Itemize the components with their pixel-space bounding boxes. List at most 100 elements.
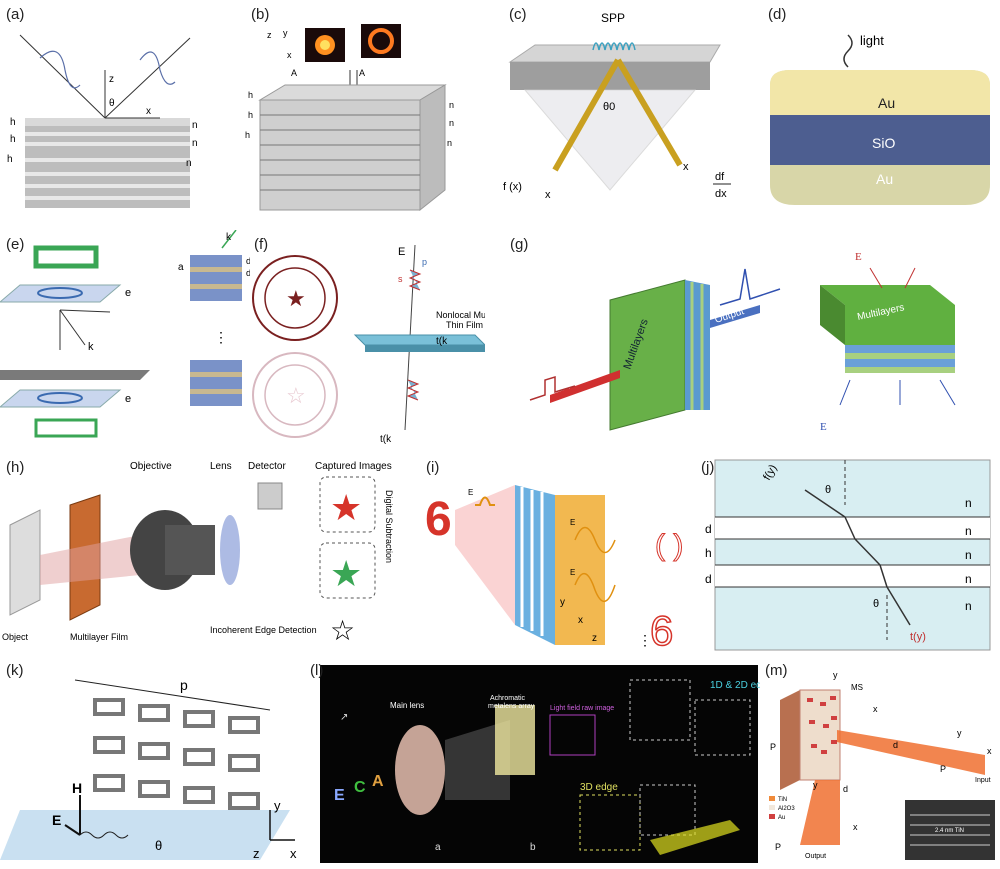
p3-label: P [775,842,781,852]
panel-j: (j) n n n n n d h d θ θ f(y) t(y) [701,455,995,655]
panel-d: (d) light Au SiO Au [760,0,1000,215]
tem-inset [905,800,995,860]
k-vector-label: k [88,341,94,353]
n1-label-a: n [965,524,972,538]
svg-text:6: 6 [650,607,673,654]
y3-label: y [813,780,818,790]
metasurface-steering-diagram: MS P P P x x x y y y d d Input Output Ti… [769,670,995,860]
x-label-left: x [545,189,551,201]
panel-label: (m) [765,662,788,679]
p2-label: P [770,742,776,752]
filter-label-line1: Nonlocal Multilayer [436,310,485,320]
incoherent-label: Incoherent Edge Detection [210,625,317,635]
panel-f: (f) ★ ☆ E p s Nonlocal Multilayer Thin F… [250,230,512,450]
captured-red [319,476,376,533]
emblem-input [252,255,338,341]
n2-label-c: n [965,599,972,613]
main-lens-label: Main lens [390,701,424,710]
spp-label: SPP [601,11,625,25]
theta1-label: θ [825,484,831,496]
p1-label: P [940,764,946,774]
d2-label: d [843,784,848,794]
metasurface-side [780,690,800,790]
multilayer-slab [820,285,955,373]
input-ring [33,245,99,269]
au-bottom-label: Au [876,171,893,187]
multilayer-beam-diagram: Multilayers Input Output Multilayers E E [529,251,956,433]
objective-label: Objective [130,461,172,472]
panel-k: (k) p H E θ y z x [0,660,305,864]
edge-3d-label: 3D edge [580,782,618,793]
y-axis-label: y [283,28,288,38]
panel-label: (k) [6,662,24,679]
n1-label: n [449,100,454,110]
main-lens [395,725,445,815]
letter-e: E [334,787,345,804]
panel-label: (e) [6,236,25,253]
s-label: s [398,274,403,284]
panel-label: (c) [509,6,527,23]
light-field-edge-diagram: ↗ Main lens Achromatic metalens array Li… [320,665,773,863]
h2-label: h [248,110,253,120]
d1-label: d [893,740,898,750]
x-axis-label: x [287,50,292,60]
dark-background [320,665,758,863]
n1-label-b: n [965,572,972,586]
panel-m: (m) MS P P P x x x y y y d d Input Outpu… [765,660,1000,864]
object-label: Object [2,632,29,642]
a-distance-label: a [435,842,441,853]
panel-label: (g) [510,236,529,253]
multilayer-block-diagram: A A h h h n n n z y x [245,24,454,212]
input-label: Input [975,777,991,784]
e-in-label: E [398,246,405,258]
e-field-label: E [52,812,61,828]
emblem-output [252,352,338,438]
panel-label: (i) [426,459,440,476]
mim-stack-diagram: light Au SiO Au [770,33,990,205]
output-field-equation: E [820,421,827,433]
x1-label: x [987,746,992,756]
scale-label: 2.4 nm TiN [935,828,964,834]
material-legend: TiN Al2O3 Au [769,796,795,821]
input-beam [837,730,985,775]
svg-text:Au: Au [778,815,785,821]
z-axis-label: z [253,846,260,861]
panel-h: (h) Objective Lens Detector Captured Ima… [0,455,400,655]
layer-stack-top [190,255,242,301]
period-label: p [180,677,188,693]
z-axis-label: z [267,30,272,40]
d1-label: d [246,256,250,266]
h1-label: h [248,90,253,100]
raw-image-label: Light field raw image [550,705,614,712]
object-plate [9,509,41,616]
edge-1d2d-label: 1D & 2D edge [710,680,760,691]
ty-label: t(y) [910,631,926,643]
edge-detection-setup: Objective Lens Detector Captured Images … [2,461,394,646]
sio2-label: SiO [872,135,895,151]
input-field-equation: E [855,251,862,263]
n2-label: n [449,118,454,128]
au-top-layer [770,70,990,115]
panel-label: (l) [310,662,324,679]
svg-text:★: ★ [330,553,362,594]
z-axis-label: z [592,633,597,644]
z-axis-label: z [109,74,114,85]
theta2-label: θ [873,598,879,610]
panel-g: (g) Multilayers Input Output Multilayers… [510,230,1000,445]
reflected-ray [104,37,191,119]
e-out2-label: E [570,568,575,577]
light-wave [843,34,853,68]
output-beam [615,58,683,167]
x3-label: x [853,822,858,832]
x2-label: x [873,704,878,714]
panel-label: (a) [6,6,25,23]
svg-text:( ): ( ) [655,529,683,562]
square-ring-array [93,698,260,810]
svg-text:☆: ☆ [330,615,355,646]
subaperture-grid [629,679,691,741]
output-label: Output [805,853,826,860]
output-beam [800,780,840,845]
raw-image-frame [549,714,596,756]
n1-label: n [192,120,198,131]
thin-film-filter [353,334,487,346]
